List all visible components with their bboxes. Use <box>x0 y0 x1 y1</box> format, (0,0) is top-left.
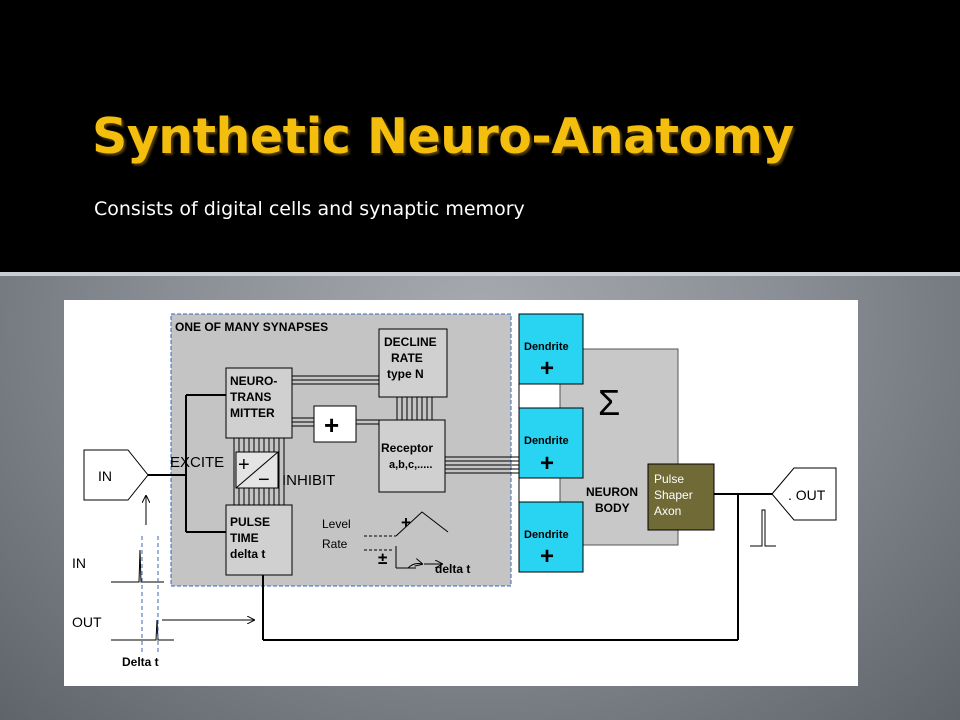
neurotransmitter-label-1: NEURO- <box>230 374 277 388</box>
graph-plusminus: ± <box>378 549 387 568</box>
pulse-shaper-label-2: Shaper <box>654 488 693 502</box>
excite-label: EXCITE <box>170 454 224 471</box>
neurotransmitter-label-3: MITTER <box>230 406 275 420</box>
adder-box <box>313 405 357 443</box>
delta-t-label: delta t <box>435 562 470 576</box>
pulse-time-box <box>225 504 293 576</box>
timing-in-label: IN <box>72 555 86 571</box>
selector-plus: + <box>238 454 250 476</box>
receptor-label-1: Receptor <box>381 441 433 455</box>
level-label: Level <box>322 517 351 531</box>
slide-title: Synthetic Neuro-Anatomy <box>92 108 794 165</box>
output-pulse-glyph <box>750 509 776 547</box>
timing-diagram <box>111 496 254 652</box>
neuron-body-label-1: NEURON <box>586 485 638 499</box>
decline-rate-label-1: DECLINE <box>384 335 437 349</box>
dendrite-2: Dendrite + <box>518 407 584 479</box>
in-connector-label: IN <box>98 468 112 484</box>
wiring <box>148 394 772 641</box>
decline-rate-box <box>378 328 448 398</box>
neurotransmitter-box <box>225 367 293 439</box>
title-divider <box>0 272 960 276</box>
graph-plus: + <box>401 513 411 532</box>
receptor-box <box>378 419 446 493</box>
timing-out-label: OUT <box>72 614 102 630</box>
rate-label: Rate <box>322 537 348 551</box>
dendrite-sign: + <box>540 450 554 477</box>
adder-sign: + <box>324 410 339 440</box>
neuron-diagram: ONE OF MANY SYNAPSES Σ NEURON BODY NEURO… <box>64 300 858 686</box>
pulse-time-label-2: TIME <box>230 531 259 545</box>
sigma-symbol: Σ <box>598 382 620 423</box>
dendrite-label: Dendrite <box>524 435 569 447</box>
inhibit-label: INHIBIT <box>282 472 335 489</box>
selector-minus: − <box>258 469 270 491</box>
dendrite-sign: + <box>540 355 554 382</box>
decay-graph <box>364 511 449 569</box>
pulse-shaper-label-1: Pulse <box>654 472 684 486</box>
pulse-time-label-1: PULSE <box>230 515 270 529</box>
receptor-label-2: a,b,c,..... <box>389 459 432 471</box>
neuron-body-label-2: BODY <box>595 501 630 515</box>
dendrite-sign: + <box>540 543 554 570</box>
pulse-time-label-3: delta t <box>230 547 265 561</box>
out-connector-label: . OUT <box>788 487 826 503</box>
dendrite-1: Dendrite + <box>518 313 584 385</box>
dendrite-3: Dendrite + <box>518 501 584 573</box>
out-connector <box>771 467 837 521</box>
decline-rate-label-3: type N <box>387 367 424 381</box>
pulse-shaper-box <box>647 463 715 531</box>
neurotransmitter-label-2: TRANS <box>230 390 271 404</box>
pulse-shaper-label-3: Axon <box>654 504 681 518</box>
in-connector <box>83 449 149 501</box>
decline-rate-label-2: RATE <box>391 351 423 365</box>
selector-diagonal <box>235 451 279 489</box>
dendrite-label: Dendrite <box>524 529 569 541</box>
synapse-group-label: ONE OF MANY SYNAPSES <box>175 320 328 334</box>
slide-subtitle: Consists of digital cells and synaptic m… <box>94 198 525 220</box>
dendrite-label: Dendrite <box>524 341 569 353</box>
title-band <box>0 0 960 272</box>
timing-delta-label: Delta t <box>122 655 159 669</box>
